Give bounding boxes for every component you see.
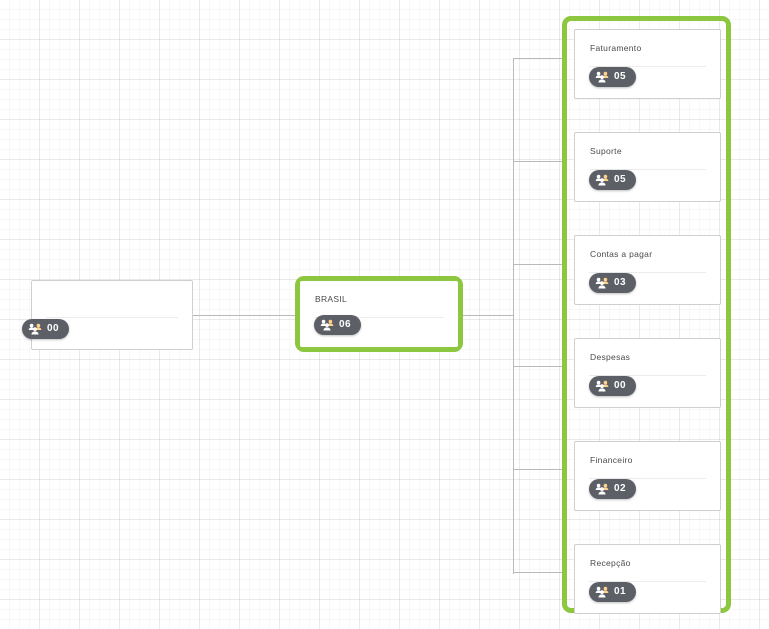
org-node-department-title: Suporte xyxy=(590,146,622,156)
org-department-group-selection[interactable]: Faturamento 05 Suporte 05 Contas a pagar xyxy=(562,16,731,614)
card-divider xyxy=(314,317,444,318)
people-group-icon xyxy=(595,71,609,83)
people-group-icon xyxy=(595,586,609,598)
connector-root-to-country xyxy=(193,315,295,316)
org-node-root[interactable]: 00 xyxy=(22,280,193,350)
org-node-department[interactable]: Despesas 00 xyxy=(574,338,721,408)
people-count-badge[interactable]: 01 xyxy=(589,582,636,602)
people-count-value: 03 xyxy=(614,277,626,288)
org-node-department[interactable]: Financeiro 02 xyxy=(574,441,721,511)
people-count-badge[interactable]: 06 xyxy=(314,315,361,335)
connector-branch-6 xyxy=(513,572,565,573)
people-group-icon xyxy=(320,319,334,331)
people-group-icon xyxy=(595,277,609,289)
people-count-value: 05 xyxy=(614,174,626,185)
people-count-value: 00 xyxy=(47,323,59,334)
org-node-department-title: Despesas xyxy=(590,352,631,362)
connector-branch-4 xyxy=(513,366,565,367)
people-group-icon xyxy=(595,483,609,495)
card-divider xyxy=(589,169,706,170)
org-department-list: Faturamento 05 Suporte 05 Contas a pagar xyxy=(567,21,726,614)
card-divider xyxy=(589,581,706,582)
people-count-value: 06 xyxy=(339,319,351,330)
people-count-badge[interactable]: 00 xyxy=(589,376,636,396)
org-node-department[interactable]: Recepção 01 xyxy=(574,544,721,614)
people-count-value: 00 xyxy=(614,380,626,391)
org-node-department-title: Faturamento xyxy=(590,43,642,53)
people-count-badge[interactable]: 02 xyxy=(589,479,636,499)
card-divider xyxy=(589,66,706,67)
people-count-badge[interactable]: 03 xyxy=(589,273,636,293)
connector-branch-5 xyxy=(513,469,565,470)
people-count-badge[interactable]: 05 xyxy=(589,170,636,190)
card-divider xyxy=(589,272,706,273)
org-node-department-title: Financeiro xyxy=(590,455,633,465)
connector-country-to-trunk xyxy=(463,315,513,316)
people-group-icon xyxy=(595,380,609,392)
org-node-department[interactable]: Suporte 05 xyxy=(574,132,721,202)
people-count-value: 05 xyxy=(614,71,626,82)
org-node-department[interactable]: Contas a pagar 03 xyxy=(574,235,721,305)
card-divider xyxy=(46,317,178,318)
people-count-value: 01 xyxy=(614,586,626,597)
connector-branch-1 xyxy=(513,58,565,59)
people-group-icon xyxy=(28,323,42,335)
connector-trunk-vertical xyxy=(513,58,514,574)
people-count-value: 02 xyxy=(614,483,626,494)
card-divider xyxy=(589,478,706,479)
org-node-country-title: BRASIL xyxy=(315,294,348,304)
org-node-country[interactable]: BRASIL 06 xyxy=(300,281,458,347)
org-node-department-title: Recepção xyxy=(590,558,631,568)
connector-branch-3 xyxy=(513,264,565,265)
people-group-icon xyxy=(595,174,609,186)
card-divider xyxy=(589,375,706,376)
people-count-badge[interactable]: 05 xyxy=(589,67,636,87)
org-node-department-title: Contas a pagar xyxy=(590,249,653,259)
connector-branch-2 xyxy=(513,161,565,162)
people-count-badge[interactable]: 00 xyxy=(22,319,69,339)
org-node-country-selection[interactable]: BRASIL 06 xyxy=(295,276,463,352)
org-node-department[interactable]: Faturamento 05 xyxy=(574,29,721,99)
